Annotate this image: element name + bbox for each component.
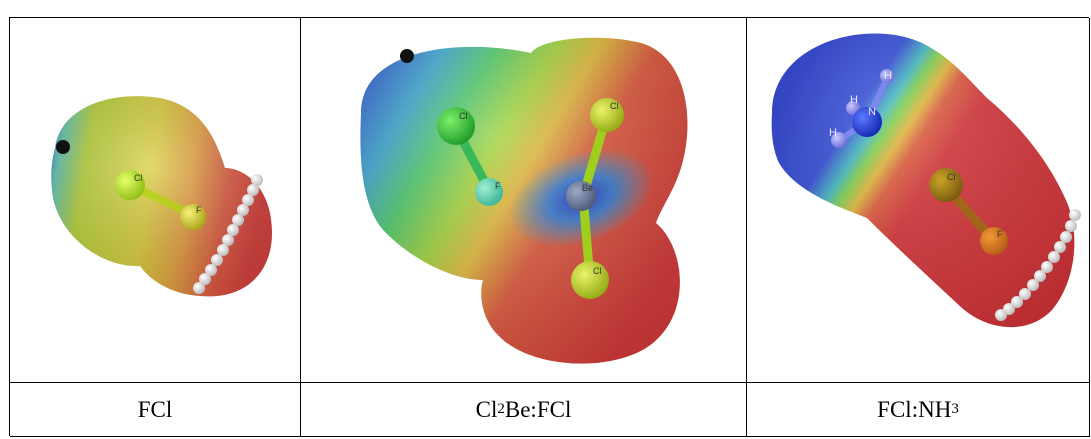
- cl-atom: [437, 107, 475, 145]
- panel-fcl-image: Cl F: [10, 18, 301, 383]
- atom-label: Cl: [593, 266, 602, 276]
- sigma-hole-ring: [193, 174, 263, 294]
- cl-atom: [590, 98, 624, 132]
- cl-atom: [571, 261, 609, 299]
- atom-label: F: [495, 181, 501, 191]
- atom-label: H: [850, 94, 858, 106]
- caption-main: FCl: [137, 396, 173, 422]
- sigma-hole-ring: [995, 209, 1081, 321]
- caption-tail: Be:FCl: [504, 396, 572, 422]
- atom-label: Cl: [610, 101, 619, 111]
- fcl-esp-surface: Cl F: [51, 96, 272, 297]
- panel-fcl-nh3-image: H H N H Cl F: [747, 18, 1090, 383]
- f-atom: [180, 204, 206, 230]
- atom-label: Cl: [459, 111, 468, 121]
- h-atom: [880, 69, 894, 83]
- atom-label: Be: [582, 183, 593, 193]
- fcl-nh3-esp-surface: H H N H Cl F: [771, 33, 1081, 328]
- caption-main: Cl: [475, 396, 498, 422]
- caption-main: FCl:NH: [877, 396, 952, 422]
- f-atom: [980, 227, 1008, 255]
- caption-fcl: FCl: [10, 383, 301, 437]
- figure-table: Cl F: [9, 17, 1090, 437]
- panel-cl2be-fcl-image: Cl F Cl Be Cl: [301, 18, 747, 383]
- atom-label: H: [884, 70, 892, 82]
- atom-label: N: [868, 106, 876, 118]
- cl2be-fcl-esp-surface: Cl F Cl Be Cl: [360, 37, 688, 364]
- marker-dot: [56, 140, 70, 154]
- atom-label: Cl: [134, 173, 143, 183]
- n-atom: [852, 107, 882, 137]
- be-atom: [566, 181, 596, 211]
- marker-dot: [400, 49, 414, 63]
- cl-atom: [115, 170, 145, 200]
- atom-label: H: [829, 127, 837, 139]
- atom-label: Cl: [947, 172, 956, 182]
- atom-label: F: [997, 229, 1003, 239]
- caption-subscript: 2: [497, 401, 505, 417]
- caption-subscript: 3: [951, 401, 959, 417]
- atom-label: F: [196, 205, 202, 215]
- h-atom: [831, 132, 847, 148]
- cl-atom: [929, 168, 963, 202]
- f-atom: [475, 178, 503, 206]
